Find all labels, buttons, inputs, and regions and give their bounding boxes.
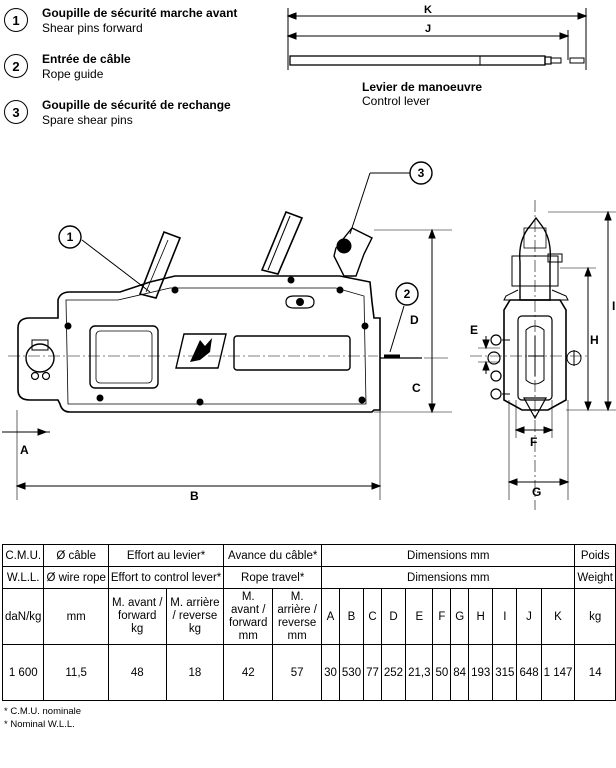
specification-table: C.M.U. Ø câble Effort au levier* Avance …	[1, 544, 616, 701]
unit-cable: mm	[43, 588, 109, 645]
legend-label-en: Rope guide	[42, 67, 104, 81]
legend-label-en: Shear pins forward	[42, 21, 143, 35]
dim-label-G: G	[532, 485, 541, 499]
value-effort-reverse: 18	[165, 644, 225, 701]
header-effort-reverse: M. arrière / reverse kg	[165, 588, 225, 645]
control-lever-drawing: K J	[286, 4, 588, 70]
value-dim-A: 30	[321, 644, 340, 701]
value-dim-K: 1 147	[540, 644, 576, 701]
dim-label-D: D	[410, 313, 419, 327]
dim-label-F: F	[530, 435, 537, 449]
legend-label-en: Spare shear pins	[42, 113, 133, 127]
dim-col-G: G	[450, 588, 470, 645]
legend-item-2: 2 Entrée de câble Rope guide	[0, 52, 280, 92]
dim-label-A: A	[20, 443, 29, 457]
dim-label-J: J	[425, 23, 431, 35]
dim-label-B: B	[190, 489, 199, 503]
value-dim-G: 84	[450, 644, 470, 701]
dim-col-B: B	[338, 588, 365, 645]
header-effort-fr: Effort au levier*	[107, 544, 225, 567]
unit-cmu: daN/kg	[1, 588, 45, 645]
dim-label-I: I	[612, 299, 615, 313]
footnote-fr: * C.M.U. nominale	[4, 706, 82, 717]
header-travel-fr: Avance du câble*	[223, 544, 323, 567]
callout-1: 1	[67, 230, 74, 244]
value-travel-reverse: 57	[272, 644, 323, 701]
table-row: 1 600 11,5 48 18 42 57 30 530 77 252 21,…	[1, 644, 616, 701]
table-header-row-2: W.L.L. Ø wire rope Effort to control lev…	[1, 566, 616, 589]
dim-col-C: C	[363, 588, 382, 645]
header-travel-reverse: M. arrière / reverse mm	[272, 588, 323, 645]
side-view-drawing: D C A B 1 3 2	[2, 161, 452, 503]
dim-label-K: K	[424, 4, 432, 16]
value-dim-C: 77	[363, 644, 382, 701]
header-effort-forward: M. avant / forward kg	[107, 588, 167, 645]
number-circle: 2	[4, 54, 28, 78]
table-header-row-3: daN/kg mm M. avant / forward kg M. arriè…	[1, 588, 616, 645]
dim-col-J: J	[516, 588, 542, 645]
lever-caption: Levier de manoeuvre Control lever	[362, 80, 482, 108]
value-dim-E: 21,3	[405, 644, 434, 701]
dim-label-C: C	[412, 381, 421, 395]
value-weight: 14	[574, 644, 616, 701]
number-circle: 1	[4, 8, 28, 32]
dim-col-A: A	[321, 588, 340, 645]
value-cable: 11,5	[43, 644, 109, 701]
header-cmu: C.M.U.	[1, 544, 45, 567]
footnote-en: * Nominal W.L.L.	[4, 719, 75, 730]
table-header-row-1: C.M.U. Ø câble Effort au levier* Avance …	[1, 544, 616, 567]
header-effort-en: Effort to control lever*	[107, 566, 225, 589]
legend-label-fr: Goupille de sécurité marche avant	[42, 6, 238, 20]
brand-logo	[175, 333, 227, 369]
header-travel-en: Rope travel*	[223, 566, 323, 589]
number-circle: 3	[4, 100, 28, 124]
lever-caption-fr: Levier de manoeuvre	[362, 80, 483, 94]
value-effort-forward: 48	[107, 644, 167, 701]
dim-col-H: H	[468, 588, 494, 645]
header-dimensions-fr: Dimensions mm	[321, 544, 576, 567]
header-wll: W.L.L.	[1, 566, 45, 589]
dim-col-I: I	[492, 588, 518, 645]
header-weight-fr: Poids	[574, 544, 616, 567]
header-dimensions-en: Dimensions mm	[321, 566, 576, 589]
dim-col-E: E	[405, 588, 434, 645]
legend-item-1: 1 Goupille de sécurité marche avant Shea…	[0, 6, 280, 46]
legend-label-fr: Goupille de sécurité de rechange	[42, 98, 231, 112]
callout-2: 2	[404, 287, 411, 301]
header-cable: Ø câble	[43, 544, 109, 567]
legend-item-3: 3 Goupille de sécurité de rechange Spare…	[0, 98, 280, 138]
dim-label-H: H	[590, 333, 599, 347]
header-wire: Ø wire rope	[43, 566, 109, 589]
value-dim-I: 315	[492, 644, 518, 701]
dim-col-K: K	[540, 588, 576, 645]
dim-col-F: F	[432, 588, 452, 645]
value-dim-H: 193	[468, 644, 494, 701]
value-travel-forward: 42	[223, 644, 274, 701]
dim-col-D: D	[380, 588, 407, 645]
technical-drawing: K J	[2, 4, 616, 510]
value-cmu: 1 600	[1, 644, 45, 701]
value-dim-J: 648	[516, 644, 542, 701]
header-travel-forward: M. avant / forward mm	[223, 588, 274, 645]
legend-label-fr: Entrée de câble	[42, 52, 131, 66]
front-view-drawing: I H E F G	[470, 200, 616, 510]
unit-weight: kg	[574, 588, 616, 645]
lever-caption-en: Control lever	[362, 94, 431, 108]
header-weight-en: Weight	[574, 566, 616, 589]
value-dim-D: 252	[380, 644, 407, 701]
value-dim-F: 50	[432, 644, 452, 701]
value-dim-B: 530	[338, 644, 365, 701]
dim-label-E: E	[470, 323, 478, 337]
callout-3: 3	[418, 166, 425, 180]
